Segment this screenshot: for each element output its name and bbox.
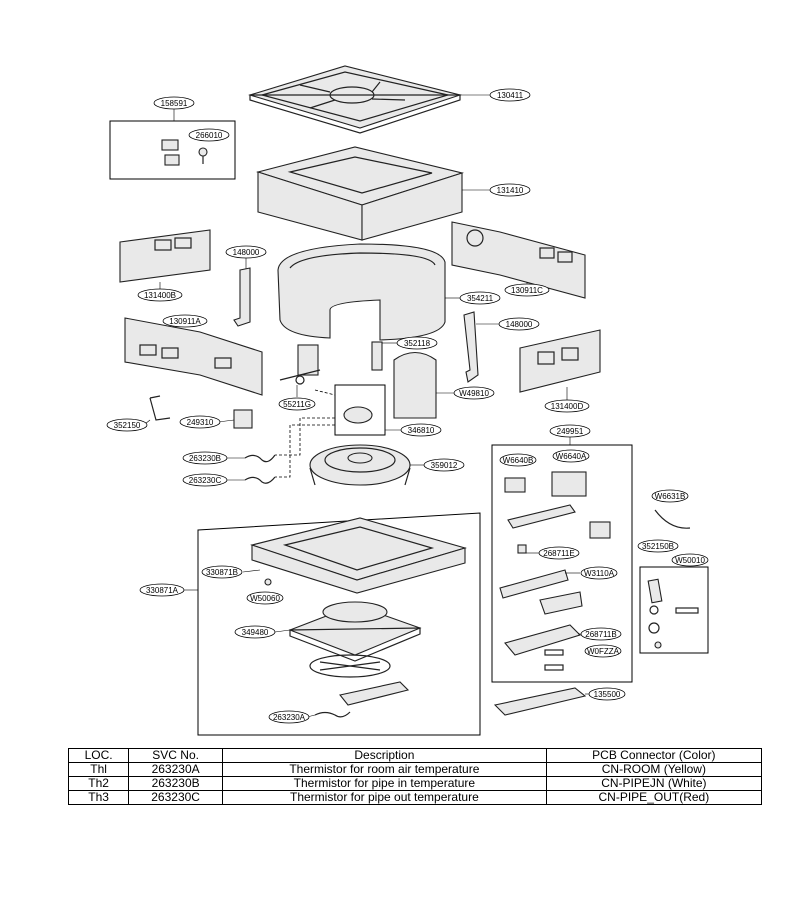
label-131400B: 131400B [144, 291, 176, 300]
bracket-249310 [233, 409, 253, 429]
col-header-pcb-connector: PCB Connector (Color) [545, 748, 763, 763]
base-box-330871A [197, 512, 481, 736]
cover-W49810 [393, 351, 437, 419]
label-55211G: 55211G [283, 400, 311, 409]
label-266010: 266010 [196, 131, 223, 140]
cell-pcb-connector: CN-ROOM (Yellow) [545, 762, 763, 777]
table-row: Th3 263230C Thermistor for pipe out temp… [67, 790, 763, 805]
heat-exchanger-354211 [277, 243, 446, 341]
bracket-148000-left [233, 267, 251, 327]
label-W0FZZA: W0FZZA [587, 647, 620, 656]
bellmouth-349480 [288, 601, 422, 662]
label-W6640A: W6640A [556, 452, 587, 461]
table-row: Th2 263230B Thermistor for pipe in tempe… [67, 776, 763, 791]
cell-svc: 263230C [128, 790, 224, 805]
plate-135500 [493, 687, 587, 716]
fan-359012 [309, 444, 411, 486]
kit-box-158591 [109, 120, 236, 180]
grille-130411 [248, 65, 462, 134]
label-W50010: W50010 [675, 556, 705, 565]
kit-box-W50010 [639, 566, 709, 654]
filter-screen [309, 654, 391, 678]
label-W3110A: W3110A [584, 569, 615, 578]
cell-pcb-connector: CN-PIPE_OUT(Red) [545, 790, 763, 805]
label-131400D: 131400D [551, 402, 584, 411]
label-131410: 131410 [497, 186, 524, 195]
label-352150B: 352150B [642, 542, 674, 551]
cell-description: Thermistor for pipe out temperature [222, 790, 547, 805]
label-330871B: 330871B [206, 568, 238, 577]
panel-131400D [519, 329, 601, 393]
cell-svc: 263230A [128, 762, 224, 777]
label-263230C: 263230C [189, 476, 222, 485]
cell-loc: Th2 [67, 776, 130, 791]
panel-130911C [451, 221, 586, 299]
label-346810: 346810 [408, 426, 435, 435]
col-header-svc: SVC No. [128, 748, 224, 763]
label-130911C: 130911C [511, 286, 543, 295]
label-268711E: 268711E [543, 549, 574, 558]
label-W6631B: W6631B [655, 492, 686, 501]
thermistor-table: LOC. SVC No. Description PCB Connector (… [67, 748, 763, 805]
cell-pcb-connector: CN-PIPEJN (White) [545, 776, 763, 791]
label-330871A: 330871A [146, 586, 179, 595]
label-130411: 130411 [497, 91, 524, 100]
table-row: Thl 263230A Thermistor for room air temp… [67, 762, 763, 777]
cell-loc: Thl [67, 762, 130, 777]
thermistor-263230C [244, 476, 276, 484]
drain-pump [279, 344, 321, 385]
drain-pan-330871B [250, 517, 467, 594]
label-148000-right: 148000 [506, 320, 533, 329]
label-268711B: 268711B [585, 630, 616, 639]
label-352150: 352150 [114, 421, 141, 430]
label-130911A: 130911A [169, 317, 201, 326]
label-352118: 352118 [404, 339, 431, 348]
table-header-row: LOC. SVC No. Description PCB Connector (… [67, 748, 763, 763]
label-354211: 354211 [467, 294, 494, 303]
pcb-assembly [339, 681, 410, 706]
label-359012: 359012 [431, 461, 458, 470]
cell-description: Thermistor for room air temperature [222, 762, 547, 777]
label-135500: 135500 [594, 690, 621, 699]
label-349480: 349480 [242, 628, 269, 637]
panel-131400B [119, 229, 211, 283]
cell-loc: Th3 [67, 790, 130, 805]
panel-130911A [124, 317, 263, 396]
control-box-249951 [491, 444, 633, 683]
cabinet-131410 [256, 146, 465, 241]
motor-box-346810 [334, 384, 386, 436]
label-148000-left: 148000 [233, 248, 260, 257]
label-W50060: W50060 [250, 594, 280, 603]
label-W49810: W49810 [459, 389, 489, 398]
label-158591: 158591 [161, 99, 188, 108]
cell-description: Thermistor for pipe in temperature [222, 776, 547, 791]
bracket-148000-right [463, 311, 479, 383]
cell-svc: 263230B [128, 776, 224, 791]
pipe-352150 [149, 395, 171, 421]
label-249310: 249310 [187, 418, 214, 427]
cable-W6631B [654, 509, 691, 529]
thermistor-263230B [244, 454, 276, 463]
col-header-description: Description [222, 748, 547, 763]
col-header-loc: LOC. [67, 748, 130, 763]
label-263230B: 263230B [189, 454, 221, 463]
label-249951: 249951 [557, 427, 584, 436]
label-W6640B: W6640B [503, 456, 534, 465]
label-263230A: 263230A [273, 713, 306, 722]
